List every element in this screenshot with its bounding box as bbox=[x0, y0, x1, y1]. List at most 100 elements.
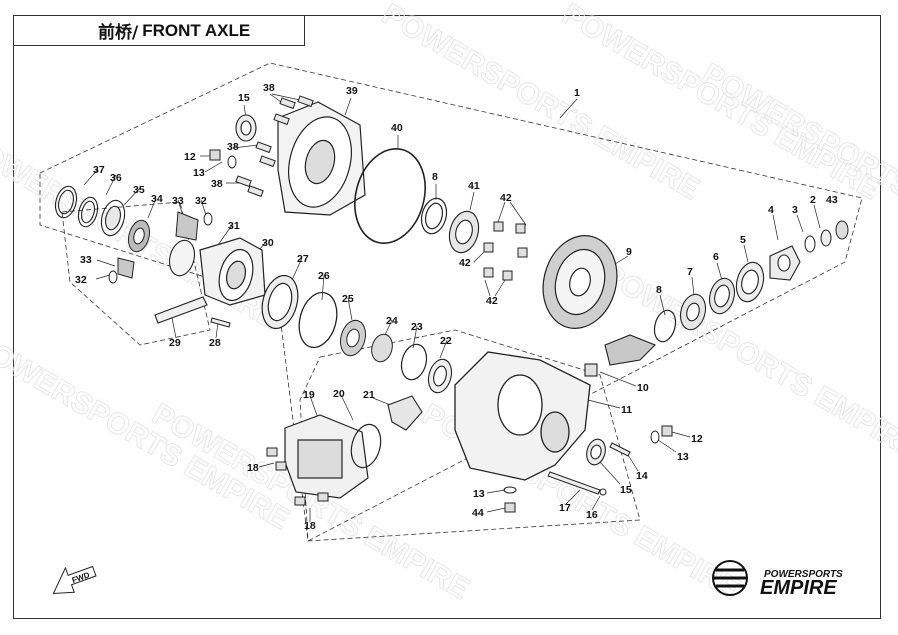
callout-12: 12 bbox=[184, 151, 196, 163]
callout-43: 43 bbox=[826, 194, 838, 206]
callout-9: 9 bbox=[626, 246, 632, 258]
callout-13: 13 bbox=[677, 451, 689, 463]
callout-32: 32 bbox=[195, 195, 207, 207]
callout-16: 16 bbox=[586, 509, 598, 521]
callout-2: 2 bbox=[810, 194, 816, 206]
part-26-o-ring bbox=[298, 291, 338, 349]
part-14-pin bbox=[609, 442, 631, 457]
part-31-differential-case bbox=[168, 239, 196, 277]
part-24-sleeve bbox=[371, 333, 393, 363]
part-8-shim-right bbox=[653, 309, 677, 343]
callout-7: 7 bbox=[687, 266, 693, 278]
callout-5: 5 bbox=[740, 234, 746, 246]
part-28-roll-pin bbox=[210, 317, 231, 328]
part-15-oil-seal-lower bbox=[586, 438, 606, 466]
callout-11: 11 bbox=[621, 404, 632, 416]
powersports-empire-logo: POWERSPORTS EMPIRE bbox=[712, 560, 843, 599]
callout-30: 30 bbox=[262, 237, 274, 249]
part-20-o-ring bbox=[350, 423, 382, 469]
callout-33: 33 bbox=[172, 195, 184, 207]
part-41-bearing bbox=[448, 210, 480, 254]
callout-29: 29 bbox=[169, 337, 181, 349]
part-17-shift-rod bbox=[547, 471, 601, 495]
part-37-snap-ring bbox=[54, 185, 78, 219]
fwd-direction-arrow: FWD bbox=[52, 565, 97, 595]
callout-labels: 1 39 38 15 40 38 12 13 38 8 41 42 42 42 … bbox=[75, 82, 838, 532]
callout-32: 32 bbox=[75, 274, 87, 286]
part-29-cross-shaft bbox=[154, 296, 208, 324]
part-9-ring-gear bbox=[542, 235, 618, 329]
callout-42: 42 bbox=[459, 257, 471, 269]
part-2-washer bbox=[820, 229, 832, 247]
part-4-flange bbox=[769, 245, 801, 281]
callout-38: 38 bbox=[227, 141, 239, 153]
callout-39: 39 bbox=[346, 85, 358, 97]
callout-33: 33 bbox=[80, 254, 92, 266]
part-7-bearing bbox=[679, 293, 707, 331]
callout-27: 27 bbox=[297, 253, 309, 265]
callout-41: 41 bbox=[468, 180, 480, 192]
callout-31: 31 bbox=[228, 220, 240, 232]
callout-20: 20 bbox=[333, 388, 345, 400]
callout-24: 24 bbox=[386, 315, 398, 327]
part-42-ring-gear-bolts bbox=[483, 221, 528, 281]
callout-26: 26 bbox=[318, 270, 330, 282]
part-38-bolts bbox=[235, 95, 314, 198]
callout-22: 22 bbox=[440, 335, 452, 347]
part-3-washer bbox=[804, 235, 816, 253]
callout-4: 4 bbox=[768, 204, 774, 216]
part-13-washer bbox=[227, 155, 237, 169]
page-title-en: FRONT AXLE bbox=[142, 20, 251, 40]
part-8-shim bbox=[420, 197, 448, 235]
callout-1: 1 bbox=[574, 87, 580, 99]
part-13-washer-bottom bbox=[503, 486, 517, 494]
part-27-oil-seal bbox=[261, 274, 299, 330]
callout-35: 35 bbox=[133, 184, 145, 196]
callout-37: 37 bbox=[93, 164, 105, 176]
callout-34: 34 bbox=[151, 193, 163, 205]
callout-38: 38 bbox=[263, 82, 275, 94]
callout-13: 13 bbox=[473, 488, 485, 500]
drawing-frame bbox=[13, 15, 881, 619]
part-11-axle-housing bbox=[454, 351, 591, 481]
callout-36: 36 bbox=[110, 172, 122, 184]
part-23-spring bbox=[400, 343, 428, 381]
part-18-bolts bbox=[266, 447, 329, 506]
part-21-shift-fork bbox=[387, 395, 423, 431]
callout-12: 12 bbox=[691, 433, 703, 445]
callout-8: 8 bbox=[656, 284, 662, 296]
part-33-pinion-gear bbox=[117, 211, 199, 279]
part-39-differential-cover bbox=[277, 101, 366, 216]
watermark-text: POWERSPORTS EMPIRE bbox=[557, 0, 885, 206]
part-16-washer bbox=[599, 488, 607, 496]
part-44-plug bbox=[504, 502, 516, 513]
callout-15: 15 bbox=[620, 484, 632, 496]
part-15-oil-seal bbox=[235, 114, 257, 142]
part-6-bearing bbox=[708, 277, 736, 315]
part-12-drain-plug bbox=[209, 149, 221, 161]
callout-21: 21 bbox=[363, 389, 375, 401]
callout-15: 15 bbox=[238, 92, 250, 104]
callout-28: 28 bbox=[209, 337, 221, 349]
part-35-bearing bbox=[100, 199, 126, 237]
part-36-shim bbox=[77, 196, 99, 228]
callout-6: 6 bbox=[713, 251, 719, 263]
callout-13: 13 bbox=[193, 167, 205, 179]
watermark-text: POWERSPORTS EMPIRE bbox=[0, 327, 295, 536]
brand-main-text: EMPIRE bbox=[760, 577, 837, 599]
callout-18: 18 bbox=[247, 462, 259, 474]
callout-25: 25 bbox=[342, 293, 354, 305]
callout-42: 42 bbox=[500, 192, 512, 204]
callout-38: 38 bbox=[211, 178, 223, 190]
callout-10: 10 bbox=[637, 382, 649, 394]
part-43-nut bbox=[835, 220, 849, 240]
brand-top-text: POWERSPORTS bbox=[764, 569, 843, 580]
part-40-o-ring bbox=[354, 148, 426, 244]
callout-17: 17 bbox=[559, 502, 571, 514]
part-32-washer bbox=[108, 212, 213, 284]
fwd-label: FWD bbox=[71, 570, 91, 585]
page-title-cn: 前桥/ bbox=[98, 23, 139, 43]
part-13-washer-right bbox=[650, 430, 660, 444]
callout-40: 40 bbox=[391, 122, 403, 134]
